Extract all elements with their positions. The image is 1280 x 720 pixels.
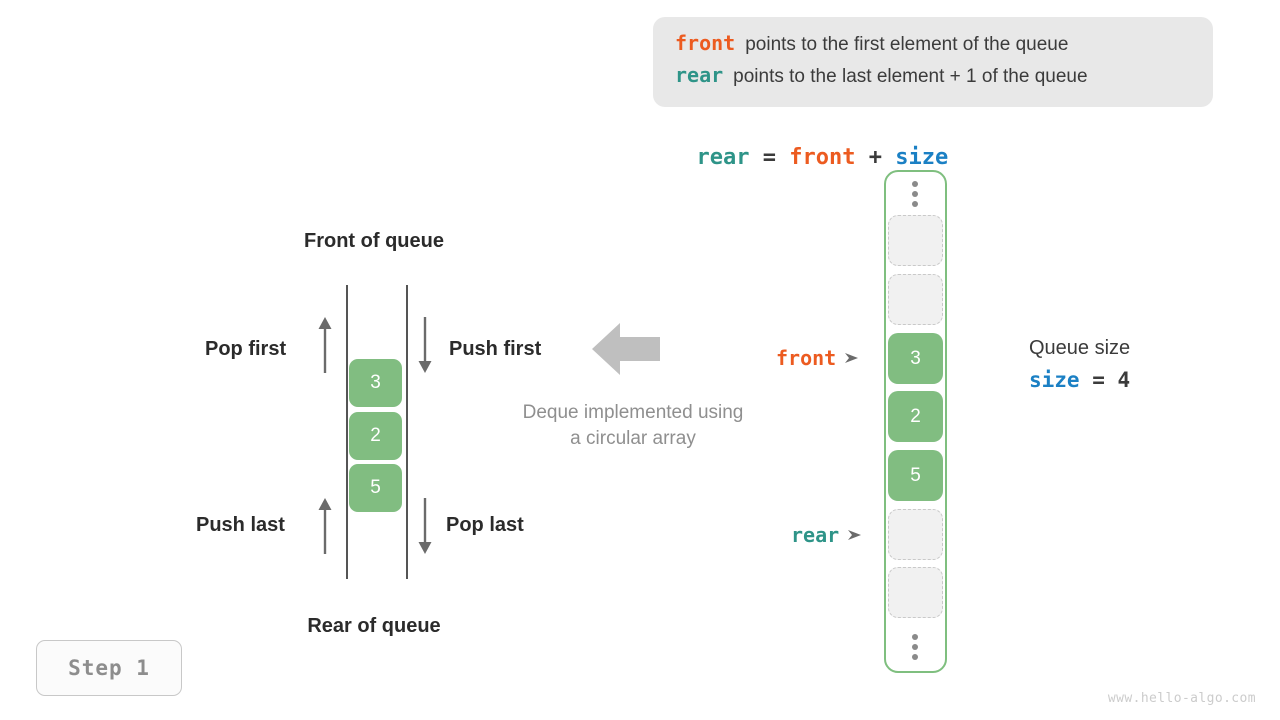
- push-first-arrow-down: [418, 317, 432, 373]
- array-slot-filled: 3: [888, 333, 943, 384]
- deque-caption-line2: a circular array: [570, 428, 696, 449]
- legend-token-front: front: [675, 31, 736, 55]
- front-pointer-label: front: [776, 346, 859, 370]
- deque-caption: Deque implemented using a circular array: [492, 400, 774, 452]
- push-last-arrow-up: [318, 498, 332, 554]
- legend-text-front: points to the first element of the queue: [745, 34, 1069, 55]
- queue-size-note: Queue size size = 4: [1029, 337, 1130, 392]
- queue-size-title: Queue size: [1029, 337, 1131, 359]
- deque-cell: 5: [349, 464, 402, 512]
- rear-formula: rear = front + size: [670, 120, 949, 170]
- deque-cell: 3: [349, 359, 402, 407]
- array-slot-filled: 2: [888, 391, 943, 442]
- front-pointer-text: front: [776, 346, 837, 370]
- pop-first-arrow-up: [318, 317, 332, 373]
- op-label-pop-first: Pop first: [205, 338, 287, 360]
- formula-front: front: [789, 145, 856, 170]
- deque-guide-line-left: [346, 285, 348, 579]
- front-pointer-arrow-icon: [845, 353, 859, 363]
- mapping-arrow-left-icon: [592, 323, 660, 375]
- array-slot-filled: 5: [888, 450, 943, 501]
- pop-last-arrow-down: [418, 498, 432, 554]
- pointer-legend-box: front points to the first element of the…: [653, 17, 1213, 107]
- rear-pointer-arrow-icon: [848, 530, 862, 540]
- formula-plus: +: [868, 145, 882, 170]
- legend-line-front: front points to the first element of the…: [675, 31, 1193, 63]
- step-badge: Step 1: [36, 640, 182, 696]
- deque-guide-line-right: [406, 285, 408, 579]
- formula-equals: =: [762, 145, 776, 170]
- legend-token-rear: rear: [675, 63, 724, 87]
- rear-pointer-label: rear: [791, 523, 862, 547]
- queue-size-expression: size = 4: [1029, 368, 1130, 392]
- size-equals: =: [1092, 368, 1105, 392]
- deque-front-title: Front of queue: [304, 230, 444, 252]
- deque-cell: 2: [349, 412, 402, 460]
- array-ellipsis-top: [910, 181, 920, 207]
- legend-text-rear: points to the last element + 1 of the qu…: [733, 66, 1088, 87]
- circular-array-frame: [884, 170, 947, 673]
- rear-pointer-text: rear: [791, 523, 840, 547]
- array-slot-empty: [888, 274, 943, 325]
- deque-caption-line1: Deque implemented using: [522, 402, 744, 423]
- op-label-push-first: Push first: [449, 338, 542, 360]
- array-slot-empty: [888, 509, 943, 560]
- formula-rear: rear: [696, 145, 750, 170]
- array-slot-empty: [888, 215, 943, 266]
- formula-size: size: [895, 145, 949, 170]
- array-ellipsis-bottom: [910, 634, 920, 660]
- legend-line-rear: rear points to the last element + 1 of t…: [675, 63, 1193, 95]
- op-label-pop-last: Pop last: [446, 514, 524, 536]
- size-value: 4: [1117, 368, 1131, 392]
- watermark: www.hello-algo.com: [1107, 691, 1256, 706]
- size-variable: size: [1029, 368, 1080, 392]
- op-label-push-last: Push last: [196, 514, 285, 536]
- array-slot-empty: [888, 567, 943, 618]
- deque-rear-title: Rear of queue: [307, 615, 441, 637]
